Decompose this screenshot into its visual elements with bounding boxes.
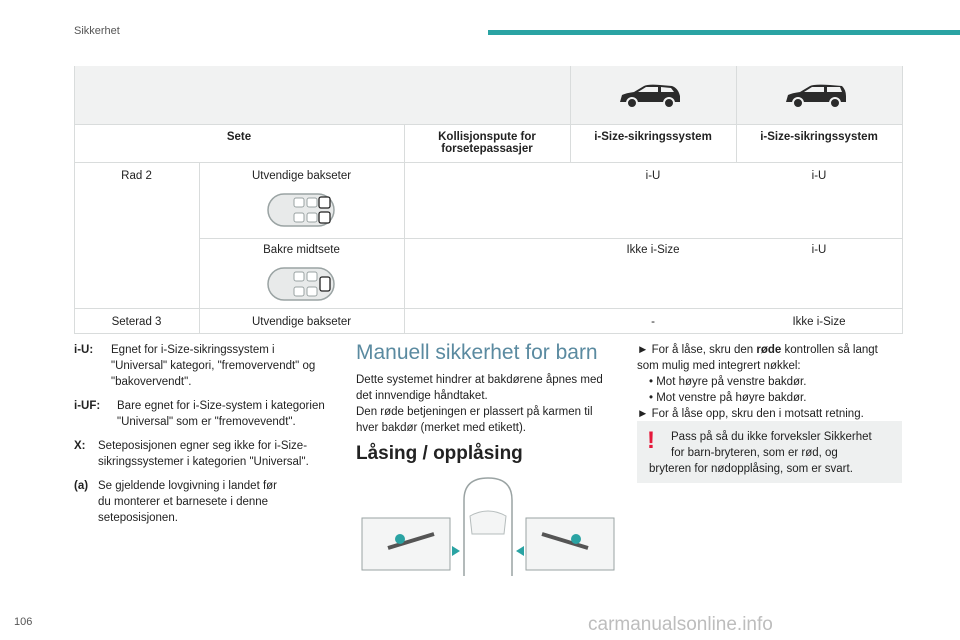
warning-line: for barn-bryteren, som er rød, og [671, 447, 838, 459]
footnote-key: i-U: [74, 344, 94, 356]
footnote: i-UF: Bare egnet for i-Size-system i kat… [74, 398, 344, 430]
table-cell: - [651, 316, 655, 328]
intro-paragraph: Dette systemet hindrer at bakdørene åpne… [356, 372, 626, 436]
suv-car-icon [780, 82, 852, 115]
footnote-line: "Universal" kategori, "fremovervendt" og [111, 360, 316, 372]
lock-instructions: ► For å låse, skru den røde kontrollen s… [637, 342, 912, 422]
footnote-line: seteposisjonen. [98, 512, 178, 524]
warning-line: Pass på så du ikke forveksler Sikkerhet [671, 431, 872, 443]
footnote-line: Seteposisjonen egner seg ikke for i-Size… [98, 440, 308, 452]
seat-middle-rear-icon [266, 264, 336, 309]
seat-label: Utvendige bakseter [251, 170, 352, 182]
header-isize-1: i-Size-sikringssystem [594, 131, 712, 143]
seat-label: Utvendige bakseter [251, 316, 352, 328]
warning-line: bryteren for nødopplåsing, som er svart. [649, 463, 853, 475]
paragraph-line: Den røde betjeningen er plassert på karm… [356, 406, 593, 418]
bullet-item: • Mot venstre på høyre bakdør. [649, 392, 807, 404]
page-number: 106 [14, 616, 33, 628]
footnote-key: (a) [74, 480, 89, 492]
table-cell: Ikke i-Size [792, 316, 846, 328]
instruction-text: som mulig med integrert nøkkel: [637, 360, 801, 372]
warning-icon: ! [647, 427, 655, 454]
table-cell: i-U [811, 244, 827, 256]
instruction-bold: røde [756, 344, 782, 356]
child-lock-illustration [360, 476, 616, 581]
header-seat: Sete [226, 131, 252, 143]
header-airbag: Kollisjonspute for forsetepassasjer [404, 131, 570, 155]
footnote-line: sikringssystemer i kategorien "Universal… [98, 456, 309, 468]
instruction-text: kontrollen så langt [781, 344, 878, 356]
row-label: Rad 2 [121, 170, 152, 182]
paragraph-line: det innvendige håndtaket. [356, 390, 488, 402]
table-cell: i-U [811, 170, 827, 182]
seat-outer-rear-icon [266, 190, 336, 235]
subsection-title: Låsing / opplåsing [356, 443, 523, 464]
warning-text: Pass på så du ikke forveksler Sikkerhet … [649, 429, 899, 477]
row-label: Seterad 3 [111, 316, 162, 328]
footnote-key: X: [74, 440, 86, 452]
footnote: X: Seteposisjonen egner seg ikke for i-S… [74, 438, 344, 470]
footnote-line: "bakovervendt". [111, 376, 192, 388]
header-isize-2: i-Size-sikringssystem [760, 131, 878, 143]
footnote-line: du monterer et barnesete i denne [98, 496, 269, 508]
section-header: Sikkerhet [74, 25, 120, 37]
bullet-item: • Mot høyre på venstre bakdør. [649, 376, 807, 388]
footnote-line: Egnet for i-Size-sikringssystem i [111, 344, 275, 356]
warning-box: ! Pass på så du ikke forveksler Sikkerhe… [637, 421, 902, 483]
seat-table: Sete Kollisjonspute for forsetepassasjer… [74, 66, 903, 334]
section-title: Manuell sikkerhet for barn [356, 341, 598, 364]
footnote-line: "Universal" som er "fremovevendt". [117, 416, 296, 428]
table-cell: Ikke i-Size [626, 244, 680, 256]
watermark: carmanualsonline.info [588, 614, 773, 635]
footnote: (a) Se gjeldende lovgivning i landet før… [74, 478, 344, 526]
instruction-text: ► For å låse, skru den [637, 344, 757, 356]
seat-label: Bakre midtsete [263, 244, 340, 256]
instruction-text: ► For å låse opp, skru den i motsatt ret… [637, 408, 864, 420]
footnote-line: Bare egnet for i-Size-system i kategorie… [117, 400, 325, 412]
paragraph-line: hver bakdør (merket med etikett). [356, 422, 526, 434]
header-accent-bar [488, 30, 960, 35]
table-cell: i-U [645, 170, 661, 182]
header-airbag-line1: Kollisjonspute for [438, 131, 536, 143]
footnote-line: Se gjeldende lovgivning i landet før [98, 480, 278, 492]
paragraph-line: Dette systemet hindrer at bakdørene åpne… [356, 374, 603, 386]
table-icon-row [74, 66, 902, 124]
header-airbag-line2: forsetepassasjer [441, 143, 533, 155]
footnote-key: i-UF: [74, 400, 101, 412]
suv-car-icon [614, 82, 686, 115]
footnote: i-U: Egnet for i-Size-sikringssystem i "… [74, 342, 344, 390]
